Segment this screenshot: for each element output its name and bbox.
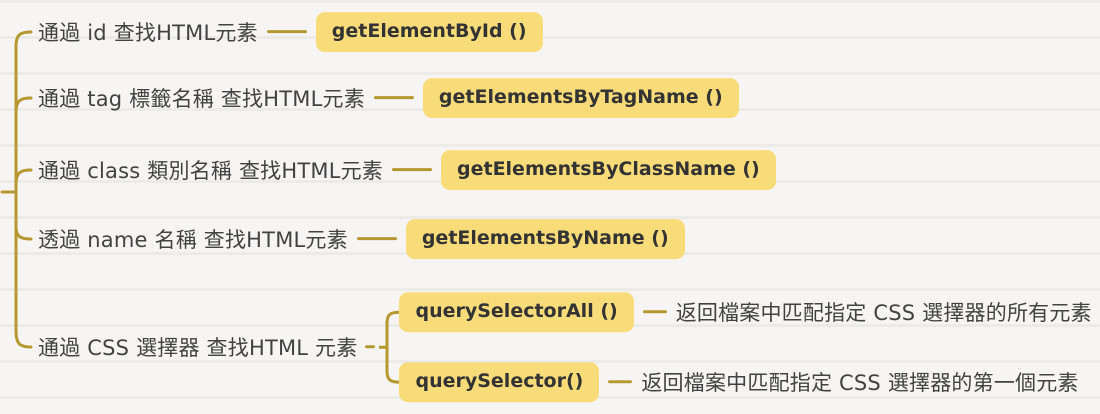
- description-queryselector[interactable]: 返回檔案中匹配指定 CSS 選擇器的第一個元素: [641, 370, 1079, 395]
- connector-dash: [642, 310, 667, 314]
- sub-bracket-connector: [379, 310, 400, 384]
- method-badge-getelementbyid[interactable]: getElementById (): [315, 12, 543, 52]
- sub-bracket-branch-bottom: [385, 369, 400, 384]
- connector-dash: [356, 237, 397, 241]
- branch-line-3: [14, 168, 33, 186]
- branch-line-2: [14, 96, 33, 114]
- node-label-id[interactable]: 通過 id 查找HTML元素: [38, 20, 258, 45]
- css-selector-children: querySelectorAll () 返回檔案中匹配指定 CSS 選擇器的所有…: [399, 292, 1092, 402]
- branch-line-5: [14, 329, 33, 349]
- method-badge-getelementsbyname[interactable]: getElementsByName (): [405, 219, 685, 259]
- mindmap-row-css-selector: 通過 CSS 選擇器 查找HTML 元素 querySelectorAll ()…: [38, 292, 1092, 402]
- method-badge-getelementsbyclassname[interactable]: getElementsByClassName (): [441, 150, 776, 190]
- child-row-queryselector: querySelector() 返回檔案中匹配指定 CSS 選擇器的第一個元素: [399, 362, 1091, 402]
- connector-dash: [266, 30, 307, 34]
- node-label-tag[interactable]: 通過 tag 標籤名稱 查找HTML元素: [38, 86, 365, 111]
- connector-dash: [365, 345, 376, 349]
- method-badge-queryselectorall[interactable]: querySelectorAll (): [399, 292, 634, 332]
- mindmap-row-tag: 通過 tag 標籤名稱 查找HTML元素 getElementsByTagNam…: [38, 78, 739, 118]
- connector-dash: [373, 96, 414, 100]
- connector-dash: [608, 380, 633, 384]
- method-badge-queryselector[interactable]: querySelector(): [399, 362, 600, 402]
- node-label-name[interactable]: 透過 name 名稱 查找HTML元素: [38, 227, 348, 252]
- node-label-class[interactable]: 通過 class 類別名稱 查找HTML元素: [38, 158, 383, 183]
- sub-bracket-branch-top: [385, 310, 400, 325]
- branch-line-4: [14, 225, 33, 241]
- mindmap-row-name: 透過 name 名稱 查找HTML元素 getElementsByName (): [38, 219, 685, 259]
- description-queryselectorall[interactable]: 返回檔案中匹配指定 CSS 選擇器的所有元素: [675, 301, 1092, 326]
- node-label-css-selector[interactable]: 通過 CSS 選擇器 查找HTML 元素: [38, 336, 358, 360]
- branch-line-1: [14, 30, 33, 48]
- method-badge-getelementsbytagname[interactable]: getElementsByTagName (): [422, 78, 739, 118]
- mindmap-row-class: 通過 class 類別名稱 查找HTML元素 getElementsByClas…: [38, 150, 776, 190]
- mindmap-row-id: 通過 id 查找HTML元素 getElementById (): [38, 12, 543, 52]
- connector-dash: [392, 168, 432, 172]
- child-row-queryselectorall: querySelectorAll () 返回檔案中匹配指定 CSS 選擇器的所有…: [399, 292, 1092, 332]
